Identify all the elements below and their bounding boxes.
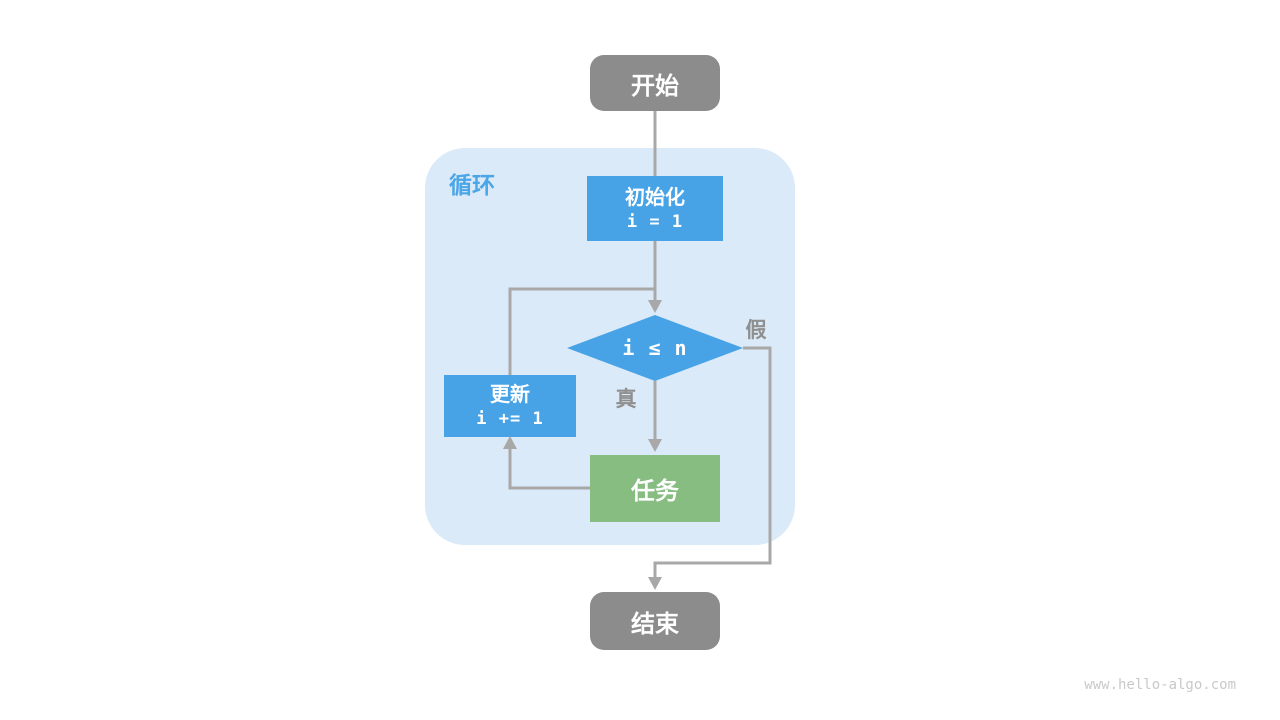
false-branch-label: 假 <box>745 318 767 342</box>
update-node: 更新 i += 1 <box>444 375 576 437</box>
condition-diamond <box>567 315 743 381</box>
edge-condition-false-to-end <box>653 346 772 585</box>
watermark: www.hello-algo.com <box>1084 677 1236 693</box>
arrowhead-icon <box>648 300 662 313</box>
loop-region-label: 循环 <box>449 173 495 199</box>
end-node: 结束 <box>590 592 720 650</box>
init-node-title: 初始化 <box>625 184 685 209</box>
arrowhead-icon <box>648 577 662 590</box>
end-node-label: 结束 <box>631 609 679 638</box>
init-node-code: i = 1 <box>626 211 684 232</box>
arrowhead-icon <box>503 436 517 449</box>
edge-update-to-condition <box>508 287 656 375</box>
edge-task-to-update <box>508 441 590 490</box>
task-node: 任务 <box>590 455 720 522</box>
arrowhead-icon <box>648 439 662 452</box>
start-node: 开始 <box>590 55 720 111</box>
task-node-label: 任务 <box>631 477 679 505</box>
update-node-code: i += 1 <box>476 409 544 429</box>
condition-node-label: i ≤ n <box>622 336 688 360</box>
init-node: 初始化 i = 1 <box>587 176 723 241</box>
start-node-label: 开始 <box>631 71 679 100</box>
update-node-title: 更新 <box>490 382 530 406</box>
true-branch-label: 真 <box>615 387 637 411</box>
